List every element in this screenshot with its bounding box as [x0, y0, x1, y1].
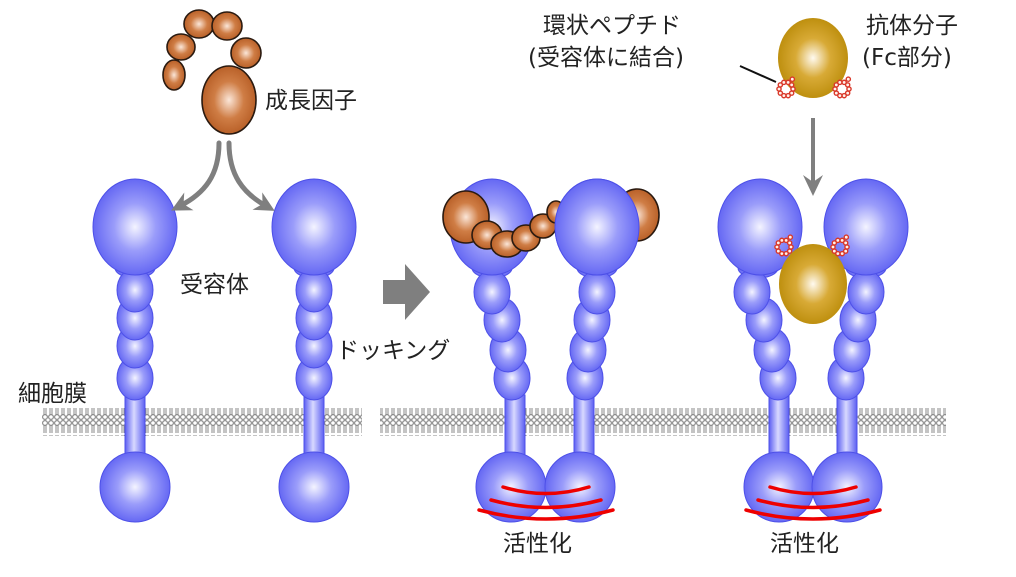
antibody-fc-molecule — [779, 244, 847, 324]
cyclic-peptide-icon — [776, 76, 796, 99]
receptor-domain-bead — [578, 269, 616, 315]
docking-arrow-icon — [383, 264, 430, 320]
split-arrows — [171, 140, 275, 211]
growth-factor-bead — [183, 9, 215, 39]
peptide-leader-line — [739, 65, 777, 83]
receptor — [717, 178, 815, 523]
cyclic-peptide-icon — [830, 234, 850, 257]
arrow-left-icon — [171, 140, 222, 211]
receptor — [811, 178, 909, 523]
receptor-intracellular-domain — [544, 451, 616, 523]
growth-factor-molecule — [162, 9, 262, 135]
label-activation-1: 活性化 — [503, 531, 572, 557]
activation-mark-arc-2 — [489, 498, 603, 510]
receptor-transmembrane — [573, 394, 595, 458]
receptor-transmembrane — [504, 394, 526, 458]
activation-mark-arc-1 — [501, 485, 591, 496]
label-antibody-line2: (Fc部分) — [862, 45, 952, 71]
cyclic-peptides-top — [776, 76, 852, 99]
receptor-transmembrane — [303, 394, 325, 458]
receptor — [271, 178, 357, 523]
receptor-intracellular-domain — [811, 451, 883, 523]
label-cyclic-peptide-line2: (受容体に結合) — [528, 45, 684, 71]
activation-mark-arc-3 — [744, 508, 882, 521]
receptor-ligand-binding-head — [92, 178, 178, 276]
label-cell-membrane: 細胞膜 — [18, 381, 87, 407]
growth-factor-bead — [230, 37, 262, 69]
label-receptor: 受容体 — [180, 272, 249, 298]
cyclic-peptide-icon — [832, 76, 852, 99]
receptor-ligand-binding-head — [271, 178, 357, 276]
cyclic-peptide-icon — [774, 234, 794, 257]
arrow-right-icon — [226, 140, 275, 211]
receptor-intracellular-domain — [278, 451, 350, 523]
activation-mark-arc-3 — [477, 508, 615, 521]
receptor-transmembrane — [768, 394, 790, 458]
antibody-down-arrow-icon — [803, 118, 823, 196]
label-activation-2: 活性化 — [770, 531, 839, 557]
antibody-docked — [774, 234, 850, 324]
label-antibody-line1: 抗体分子 — [866, 13, 958, 39]
receptors-layer — [92, 178, 909, 523]
label-docking: ドッキング — [336, 338, 451, 364]
activation-mark-arc-2 — [756, 498, 870, 510]
growth-factor-bead — [162, 59, 186, 91]
receptor-intracellular-domain — [99, 451, 171, 523]
receptor — [92, 178, 178, 523]
activation-marks — [477, 485, 882, 521]
cell-membrane-right — [380, 408, 946, 436]
label-growth-factor: 成長因子 — [265, 88, 357, 114]
growth-factor-bead — [166, 33, 196, 61]
receptor-transmembrane — [124, 394, 146, 458]
growth-factor-core — [201, 65, 257, 135]
receptor-domain-bead — [473, 269, 511, 315]
receptor-ligand-binding-head — [554, 178, 640, 276]
label-cyclic-peptide-line1: 環状ペプチド — [543, 13, 681, 39]
receptor-domain-bead — [847, 269, 885, 315]
antibody-fc-molecule — [778, 18, 848, 98]
receptor-domain-bead — [733, 269, 771, 315]
receptor-transmembrane — [836, 394, 858, 458]
antibody-top — [739, 18, 852, 99]
growth-factor-bead — [211, 11, 243, 41]
growth-factor-docked — [442, 178, 660, 276]
activation-mark-arc-1 — [768, 485, 858, 496]
